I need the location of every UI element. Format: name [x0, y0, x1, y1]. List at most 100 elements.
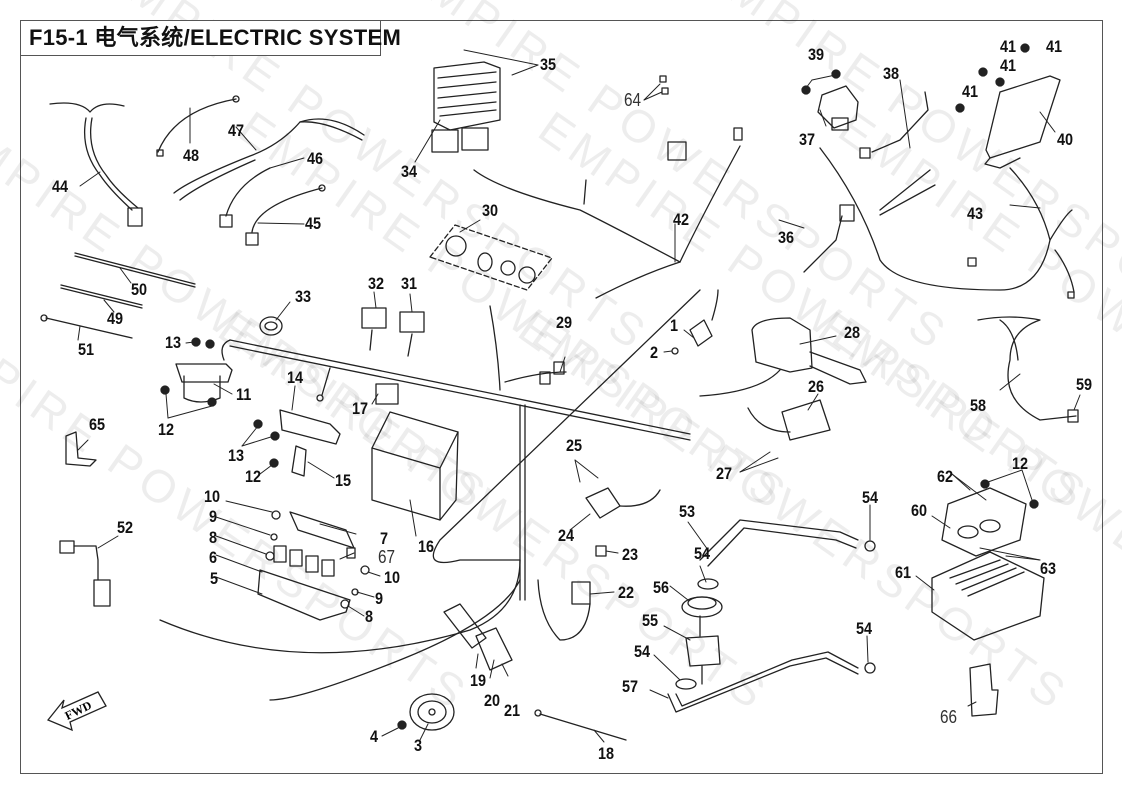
harness-43	[819, 147, 1075, 299]
cable-tie-50	[74, 252, 196, 285]
callout-35: 35	[540, 55, 557, 74]
harness-42	[473, 127, 743, 299]
callout-58: 58	[970, 396, 987, 415]
hose-53	[699, 519, 859, 561]
callout-41d: 41	[1046, 37, 1063, 56]
cable-45	[251, 187, 323, 233]
callout-53: 53	[679, 502, 696, 521]
oxygen-sensor-36	[803, 215, 843, 273]
callout-13: 13	[165, 333, 182, 352]
battery-16	[371, 411, 459, 521]
callout-45: 45	[305, 214, 322, 233]
callout-49: 49	[107, 309, 124, 328]
callout-18: 18	[598, 744, 615, 763]
callout-50: 50	[131, 280, 148, 299]
callout-17: 17	[352, 399, 369, 418]
bracket-15	[291, 445, 307, 477]
callout-51: 51	[78, 340, 95, 359]
callout-16: 16	[418, 537, 435, 556]
callout-20: 20	[484, 691, 501, 710]
callout-15: 15	[335, 471, 352, 490]
callout-22: 22	[618, 583, 635, 602]
callout-39: 39	[808, 45, 825, 64]
callout-46: 46	[307, 149, 324, 168]
callout-57: 57	[622, 677, 639, 696]
callout-44: 44	[52, 177, 69, 196]
callout-29: 29	[556, 313, 573, 332]
connector-19-21	[443, 603, 513, 671]
callout-10b: 10	[384, 568, 401, 587]
callout-34: 34	[401, 162, 418, 181]
callout-25: 25	[566, 436, 583, 455]
leader-lines	[77, 49, 1081, 743]
callout-63: 63	[1040, 559, 1057, 578]
hose-57	[667, 657, 859, 713]
callout-67: 67	[378, 547, 396, 567]
fuse-box-5	[257, 511, 355, 621]
callout-61: 61	[895, 563, 912, 582]
terminals-64	[659, 75, 667, 83]
callout-62: 62	[937, 467, 954, 486]
callout-41c: 41	[1000, 37, 1017, 56]
relay-22	[571, 581, 591, 605]
filter-55	[685, 635, 721, 667]
callout-56: 56	[653, 578, 670, 597]
diagram-frame	[20, 20, 1103, 774]
callout-37: 37	[799, 130, 816, 149]
callout-55: 55	[642, 611, 659, 630]
callout-47: 47	[228, 121, 245, 140]
callout-4: 4	[370, 727, 379, 746]
cable-tie-18	[539, 713, 627, 741]
callout-12: 12	[158, 420, 175, 439]
mount-plate-60	[941, 487, 1027, 557]
callout-12b: 12	[245, 467, 262, 486]
cable-tie-49	[60, 284, 143, 306]
fuse-67	[346, 547, 356, 559]
callout-9b: 9	[375, 589, 384, 608]
callout-64: 64	[624, 90, 642, 110]
callout-60: 60	[911, 501, 928, 520]
callout-26: 26	[808, 377, 825, 396]
sensor-52	[59, 540, 75, 554]
fuse-holder-14	[279, 409, 341, 445]
harness-58	[977, 316, 1077, 421]
cable-47	[173, 118, 365, 194]
callout-36: 36	[778, 228, 795, 247]
forward-arrow-icon: FWD	[46, 691, 107, 732]
callout-8b: 8	[365, 607, 374, 626]
regulator-34	[431, 61, 501, 153]
callout-54c: 54	[634, 642, 651, 661]
callout-42: 42	[673, 210, 690, 229]
callout-41: 41	[962, 82, 979, 101]
fwd-label: FWD	[63, 698, 95, 723]
callout-27: 27	[716, 464, 733, 483]
callout-21: 21	[504, 701, 521, 720]
grommet-33	[259, 316, 283, 336]
bracket-65	[65, 431, 97, 467]
callout-41b: 41	[1000, 56, 1017, 75]
callout-43: 43	[967, 204, 984, 223]
page-title: F15-1 电气系统/ELECTRIC SYSTEM	[20, 20, 401, 56]
callout-7: 7	[380, 529, 389, 548]
callout-24: 24	[558, 526, 575, 545]
relay-17	[375, 383, 399, 405]
main-harness	[159, 289, 701, 701]
callout-32: 32	[368, 274, 385, 293]
callout-54b: 54	[694, 544, 711, 563]
callout-38: 38	[883, 64, 900, 83]
cable-48	[157, 98, 237, 153]
harness-44	[49, 102, 143, 227]
callout-11: 11	[236, 385, 252, 404]
callout-19: 19	[470, 671, 487, 690]
callout-31: 31	[401, 274, 418, 293]
callout-65: 65	[89, 415, 106, 434]
callout-5: 5	[210, 569, 219, 588]
callout-52: 52	[117, 518, 134, 537]
callout-1: 1	[670, 316, 679, 335]
connector-66	[969, 663, 999, 717]
callout-54d: 54	[856, 619, 873, 638]
callout-59: 59	[1076, 375, 1093, 394]
callout-23: 23	[622, 545, 639, 564]
switch-31	[399, 311, 425, 333]
sensor-1	[689, 319, 713, 347]
